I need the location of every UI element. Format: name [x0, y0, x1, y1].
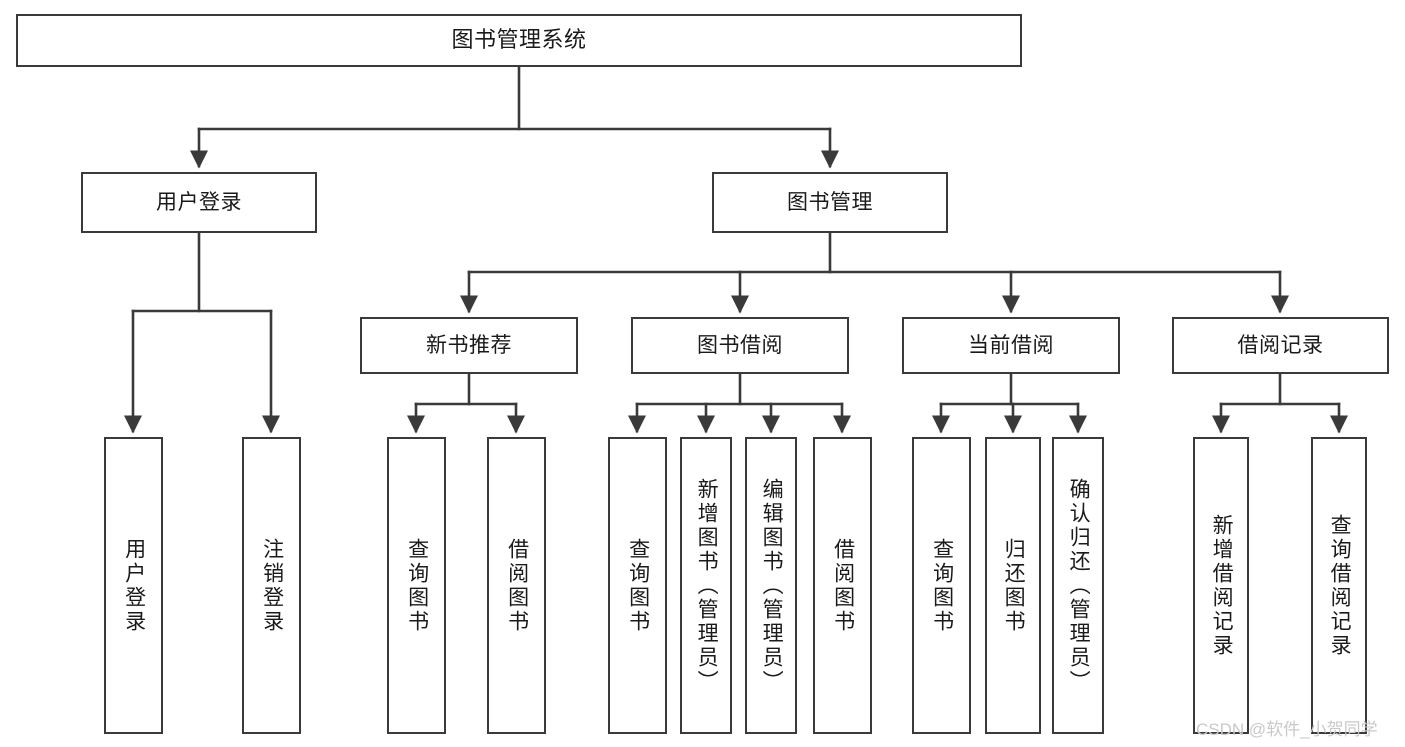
node-leaf-borrow-book-label: 借阅图书	[831, 537, 855, 634]
node-leaf-borrow-book-rec[interactable]: 借阅图书	[487, 437, 546, 734]
node-leaf-add-borrow-record[interactable]: 新增借阅记录	[1193, 437, 1249, 734]
node-leaf-user-logout-label: 注销登录	[260, 537, 284, 634]
node-book-manage-label: 图书管理	[787, 190, 873, 214]
node-leaf-query-book-current[interactable]: 查询图书	[912, 437, 971, 734]
node-leaf-query-borrow-record[interactable]: 查询借阅记录	[1311, 437, 1367, 734]
node-leaf-edit-book[interactable]: 编辑图书（管理员）	[745, 437, 797, 734]
node-root-label: 图书管理系统	[451, 27, 587, 53]
node-current-borrow-label: 当前借阅	[968, 333, 1054, 357]
node-leaf-confirm-return[interactable]: 确认归还（管理员）	[1052, 437, 1104, 734]
node-borrow-record[interactable]: 借阅记录	[1172, 317, 1389, 374]
node-user-login[interactable]: 用户登录	[81, 172, 317, 233]
node-leaf-return-book[interactable]: 归还图书	[985, 437, 1041, 734]
node-user-login-label: 用户登录	[156, 190, 242, 214]
node-leaf-user-login-label: 用户登录	[122, 537, 146, 634]
node-leaf-user-login[interactable]: 用户登录	[104, 437, 163, 734]
node-leaf-add-borrow-record-label: 新增借阅记录	[1210, 513, 1234, 658]
node-new-book-recommend[interactable]: 新书推荐	[360, 317, 578, 374]
node-book-manage[interactable]: 图书管理	[712, 172, 948, 233]
csdn-watermark: CSDN @软件_小贺同学	[1196, 720, 1378, 739]
node-leaf-query-book-current-label: 查询图书	[930, 537, 954, 634]
node-borrow-record-label: 借阅记录	[1237, 333, 1324, 357]
node-book-borrow[interactable]: 图书借阅	[631, 317, 849, 374]
node-leaf-user-logout[interactable]: 注销登录	[242, 437, 301, 734]
node-leaf-query-book-borrow-label: 查询图书	[626, 537, 650, 634]
node-leaf-edit-book-label: 编辑图书（管理员）	[760, 477, 784, 694]
node-leaf-query-book-rec[interactable]: 查询图书	[387, 437, 446, 734]
node-root[interactable]: 图书管理系统	[16, 14, 1022, 67]
node-leaf-query-book-borrow[interactable]: 查询图书	[608, 437, 667, 734]
node-leaf-confirm-return-label: 确认归还（管理员）	[1067, 477, 1091, 694]
node-leaf-query-book-rec-label: 查询图书	[405, 537, 429, 634]
node-book-borrow-label: 图书借阅	[697, 333, 783, 357]
node-new-book-recommend-label: 新书推荐	[426, 333, 512, 357]
node-leaf-query-borrow-record-label: 查询借阅记录	[1328, 513, 1352, 658]
node-leaf-return-book-label: 归还图书	[1002, 537, 1026, 634]
node-leaf-add-book[interactable]: 新增图书（管理员）	[680, 437, 732, 734]
node-leaf-borrow-book[interactable]: 借阅图书	[813, 437, 872, 734]
node-leaf-add-book-label: 新增图书（管理员）	[695, 477, 719, 694]
node-current-borrow[interactable]: 当前借阅	[902, 317, 1120, 374]
node-leaf-borrow-book-rec-label: 借阅图书	[505, 537, 529, 634]
